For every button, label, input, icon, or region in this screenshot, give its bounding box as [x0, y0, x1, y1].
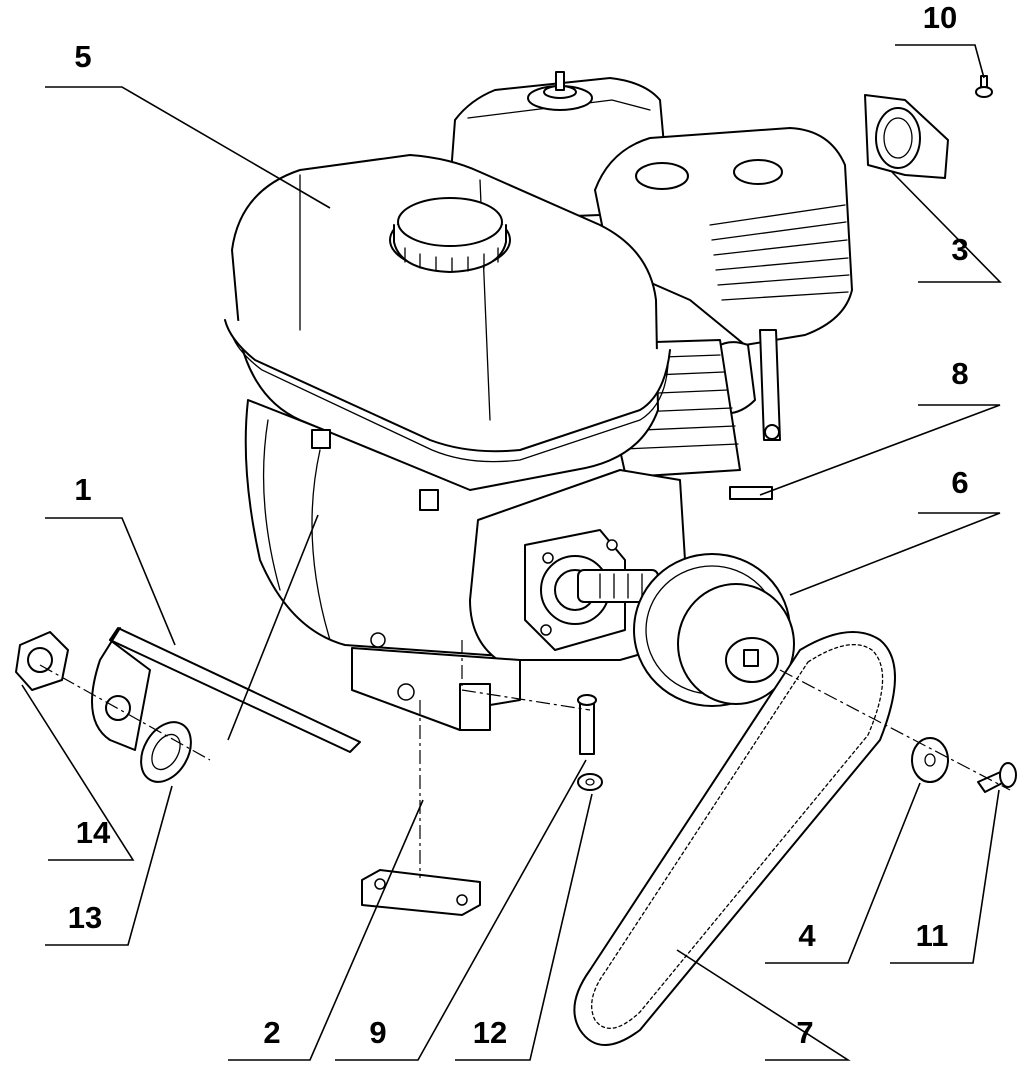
small-screw	[975, 75, 993, 98]
callout-12: 12	[473, 1015, 507, 1050]
centerline-bolt	[461, 640, 591, 711]
callout-4: 4	[798, 918, 816, 953]
pulley	[633, 553, 795, 707]
callout-1: 1	[74, 472, 91, 507]
centerline-right	[779, 669, 1011, 791]
callout-14: 14	[76, 815, 111, 850]
callout-numbers: 5 1 10 3 8 6 14 13 4 11 2 9 12 7	[68, 0, 969, 1050]
flange-nut	[15, 631, 69, 691]
leader-lines	[21, 44, 1002, 1061]
callout-3: 3	[951, 232, 968, 267]
callout-9: 9	[369, 1015, 386, 1050]
callout-2: 2	[263, 1015, 280, 1050]
bracket	[91, 627, 361, 753]
muffler-housing	[594, 127, 853, 441]
timing-belt	[573, 631, 896, 1046]
callout-8: 8	[951, 356, 968, 391]
engine-assembly	[224, 71, 853, 731]
fuel-tank	[224, 154, 671, 511]
callout-6: 6	[951, 465, 968, 500]
bolt-11	[977, 762, 1017, 793]
engine-base	[351, 632, 521, 731]
washer-4	[911, 737, 949, 783]
callout-5: 5	[74, 39, 91, 74]
callout-11: 11	[916, 918, 949, 953]
spacer-plate	[361, 869, 481, 916]
callout-10: 10	[923, 0, 957, 35]
muffler-gasket	[864, 94, 949, 179]
callout-13: 13	[68, 900, 102, 935]
shaft-key	[729, 486, 773, 500]
pto-cover	[469, 469, 691, 661]
star-washer	[140, 721, 192, 783]
callout-7: 7	[796, 1015, 813, 1050]
centerline-left	[39, 664, 211, 761]
bolt-12	[577, 694, 603, 791]
